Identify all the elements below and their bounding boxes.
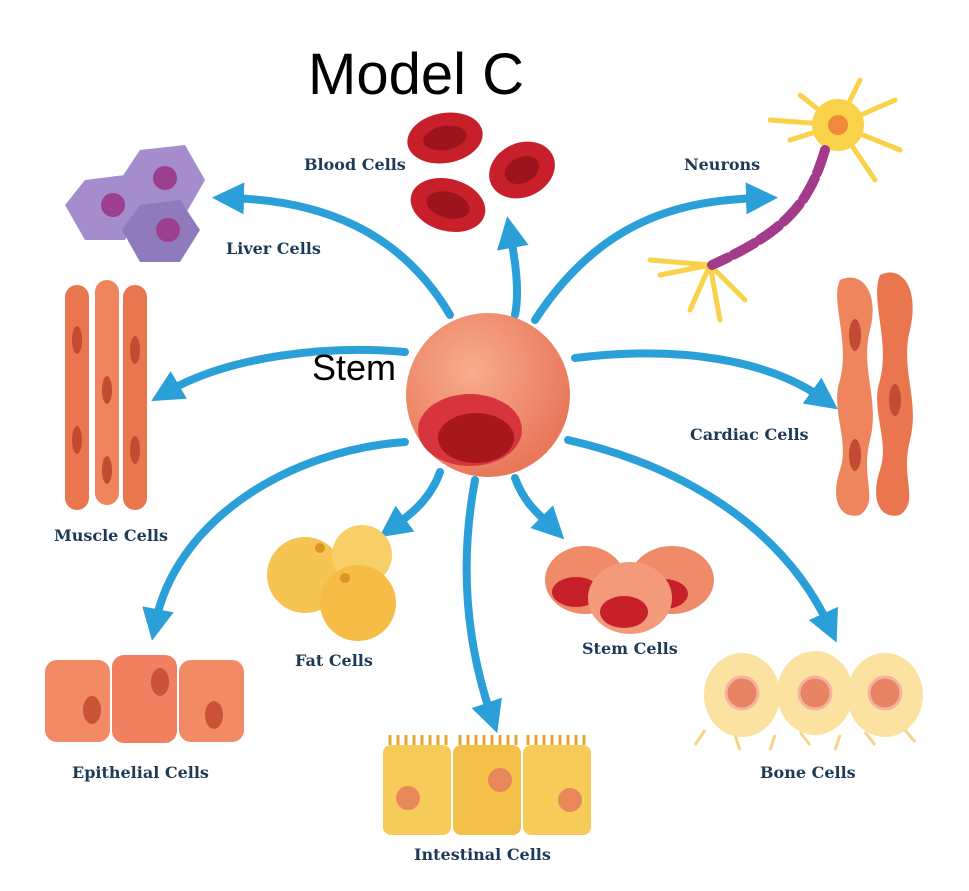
intestinal-cells-illustration [383,735,591,835]
diagram-title: Model C [308,42,524,107]
neuron-illustration [647,77,903,323]
arrow-blood [497,216,529,319]
epithelial-cells-illustration [45,655,244,743]
label-neurons: Neurons [684,155,761,174]
arrow-muscle [151,345,409,402]
label-bone-cells: Bone Cells [760,763,856,782]
arrow-fat [379,468,444,538]
label-stem-cells: Stem Cells [582,639,678,658]
label-fat-cells: Fat Cells [295,651,373,670]
arrow-cardiac [571,349,838,410]
fat-cells-illustration [267,525,396,641]
stem-cells-illustration [545,546,714,634]
label-blood-cells: Blood Cells [304,155,406,174]
blood-cells-illustration [407,112,555,232]
arrow-stem [511,474,565,540]
label-epithelial-cells: Epithelial Cells [72,763,209,782]
arrow-bone [564,436,838,643]
liver-cells-illustration [65,145,205,262]
arrow-neurons [531,182,778,324]
label-intestinal-cells: Intestinal Cells [414,845,551,864]
bone-cells-illustration [693,651,923,751]
cardiac-cells-illustration [836,272,913,516]
stem-label: Stem [312,347,397,388]
label-liver-cells: Liver Cells [226,239,321,258]
arrows [142,182,838,734]
central-stem-cell [406,313,570,477]
arrow-intestinal [462,476,502,734]
muscle-cells-illustration [65,280,147,510]
label-cardiac-cells: Cardiac Cells [690,425,809,444]
arrow-liver [212,182,454,319]
arrow-epithelial [142,438,409,641]
label-muscle-cells: Muscle Cells [54,526,168,545]
